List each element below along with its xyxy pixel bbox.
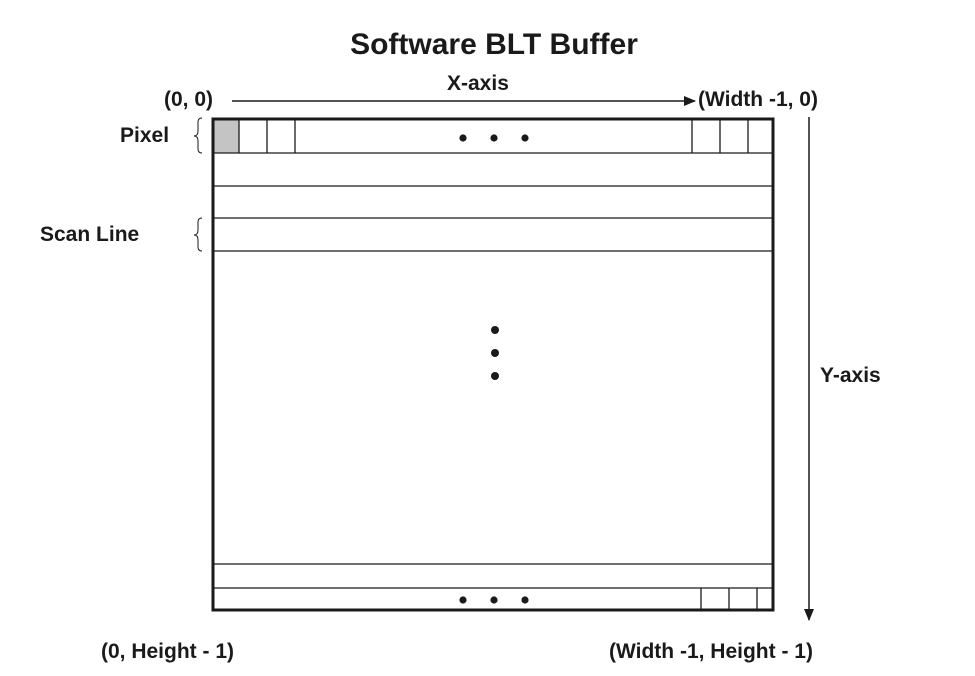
first-row-pixel-dividers [238, 119, 749, 153]
vertical-ellipsis [491, 326, 499, 380]
corner-bottom-right-label: (Width -1, Height - 1) [609, 640, 813, 663]
diagram-title: Software BLT Buffer [350, 28, 638, 61]
ellipsis-dot [491, 326, 499, 334]
scan-line-label: Scan Line [40, 223, 140, 246]
ellipsis-dot [459, 134, 467, 142]
scan-line-dividers [213, 152, 773, 589]
corner-top-left-label: (0, 0) [164, 88, 214, 111]
ellipsis-dot [491, 372, 499, 380]
corner-top-right-label: (Width -1, 0) [698, 88, 818, 111]
ellipsis-dot [491, 349, 499, 357]
last-row-pixel-dividers [700, 588, 758, 610]
bottom-row-ellipsis [459, 596, 529, 604]
x-axis-label: X-axis [447, 72, 509, 95]
ellipsis-dot [490, 596, 498, 604]
ellipsis-dot [521, 596, 529, 604]
y-axis-label: Y-axis [820, 364, 881, 387]
ellipsis-dot [459, 596, 467, 604]
buffer-frame [211, 117, 775, 612]
pixel-label: Pixel [120, 124, 170, 147]
top-row-ellipsis [459, 134, 529, 142]
scan-line-brace-icon [193, 217, 203, 252]
ellipsis-dot [490, 134, 498, 142]
pixel-brace-icon [193, 117, 203, 154]
pixel-0-0 [214, 120, 239, 153]
ellipsis-dot [521, 134, 529, 142]
corner-bottom-left-label: (0, Height - 1) [101, 640, 235, 663]
